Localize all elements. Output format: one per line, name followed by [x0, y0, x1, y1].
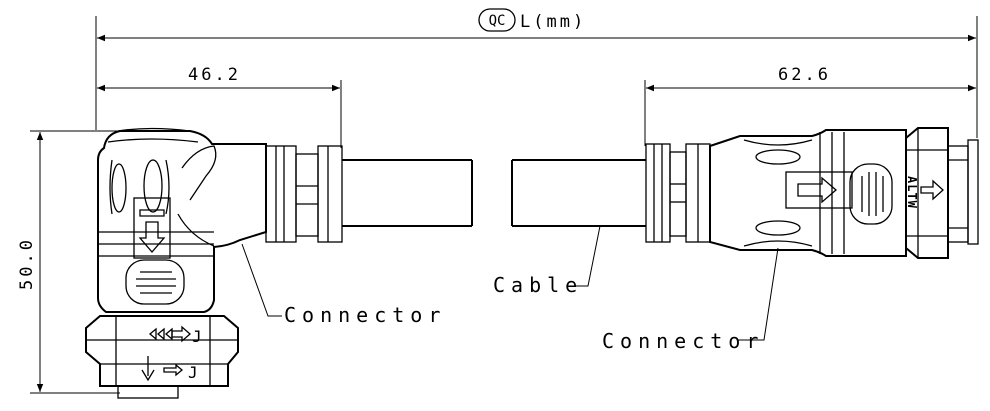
cable-label: Cable [493, 273, 583, 297]
right-length-label: 62.6 [778, 65, 831, 85]
left-latch-tab [133, 197, 171, 259]
right-connector-callout: Connector [602, 247, 779, 353]
right-arrow-icon [797, 176, 837, 204]
right-connector-leader [738, 247, 779, 341]
left-grip-oval-2 [143, 159, 163, 213]
cable-callout: Cable [493, 225, 601, 297]
cable-leader [570, 225, 601, 287]
left-release-button [125, 259, 185, 305]
qc-badge: QC [478, 8, 516, 32]
left-gland-segment-1 [265, 145, 297, 243]
left-length-dimension: 46.2 [97, 65, 342, 148]
lock-symbol-upper: J [192, 327, 202, 346]
right-connector-label: Connector [602, 329, 764, 353]
right-nut-arrow-icon [920, 179, 944, 201]
right-connector-body [709, 129, 907, 257]
right-latch-tab [785, 171, 853, 209]
left-connector-label: Connector [284, 303, 446, 327]
overall-length-label: L(mm) [520, 12, 586, 32]
height-dimension: 50.0 [17, 130, 122, 394]
left-grip-contour-2 [165, 159, 170, 215]
qc-badge-text: QC [489, 13, 506, 29]
left-housing-ridge [107, 138, 199, 143]
left-connector: J J [85, 127, 343, 399]
height-label: 50.0 [17, 237, 37, 290]
left-housing-top-rim [117, 127, 191, 132]
down-arrow-icon [138, 221, 166, 253]
overall-length-dimension: QC L(mm) [95, 8, 978, 138]
right-gland-segment-1 [645, 143, 671, 243]
left-gland-segment-2 [295, 153, 319, 237]
right-release-button [849, 163, 893, 225]
right-length-dimension: 62.6 [644, 65, 976, 146]
left-housing-bend [181, 145, 217, 201]
right-gland-segment-2 [669, 151, 687, 237]
left-length-label: 46.2 [188, 65, 241, 85]
left-grip-oval-1 [111, 163, 127, 213]
right-body-contour-top [743, 139, 813, 146]
left-coupling-nut [85, 315, 239, 387]
right-body-contour-bottom [743, 240, 813, 247]
left-connector-housing [97, 130, 267, 313]
left-connector-callout: Connector [241, 243, 446, 327]
right-connector: ALTW [645, 127, 979, 259]
left-grip-contour-1 [109, 159, 113, 215]
left-housing-curve [177, 213, 215, 247]
right-plug-marking: ALTW [905, 176, 919, 209]
lock-symbol-lower: J [188, 363, 198, 382]
left-connector-leader [241, 243, 282, 317]
unlock-arrow-icon [141, 356, 184, 382]
lock-arrow-icon [148, 325, 191, 343]
right-pin-tip [967, 139, 979, 245]
cable [342, 159, 646, 227]
right-grip-oval-bottom [755, 220, 801, 236]
right-grip-oval-top [755, 149, 801, 165]
left-gland-segment-3 [317, 145, 343, 243]
left-latch-slot [139, 209, 165, 217]
left-pin-base [117, 385, 179, 399]
